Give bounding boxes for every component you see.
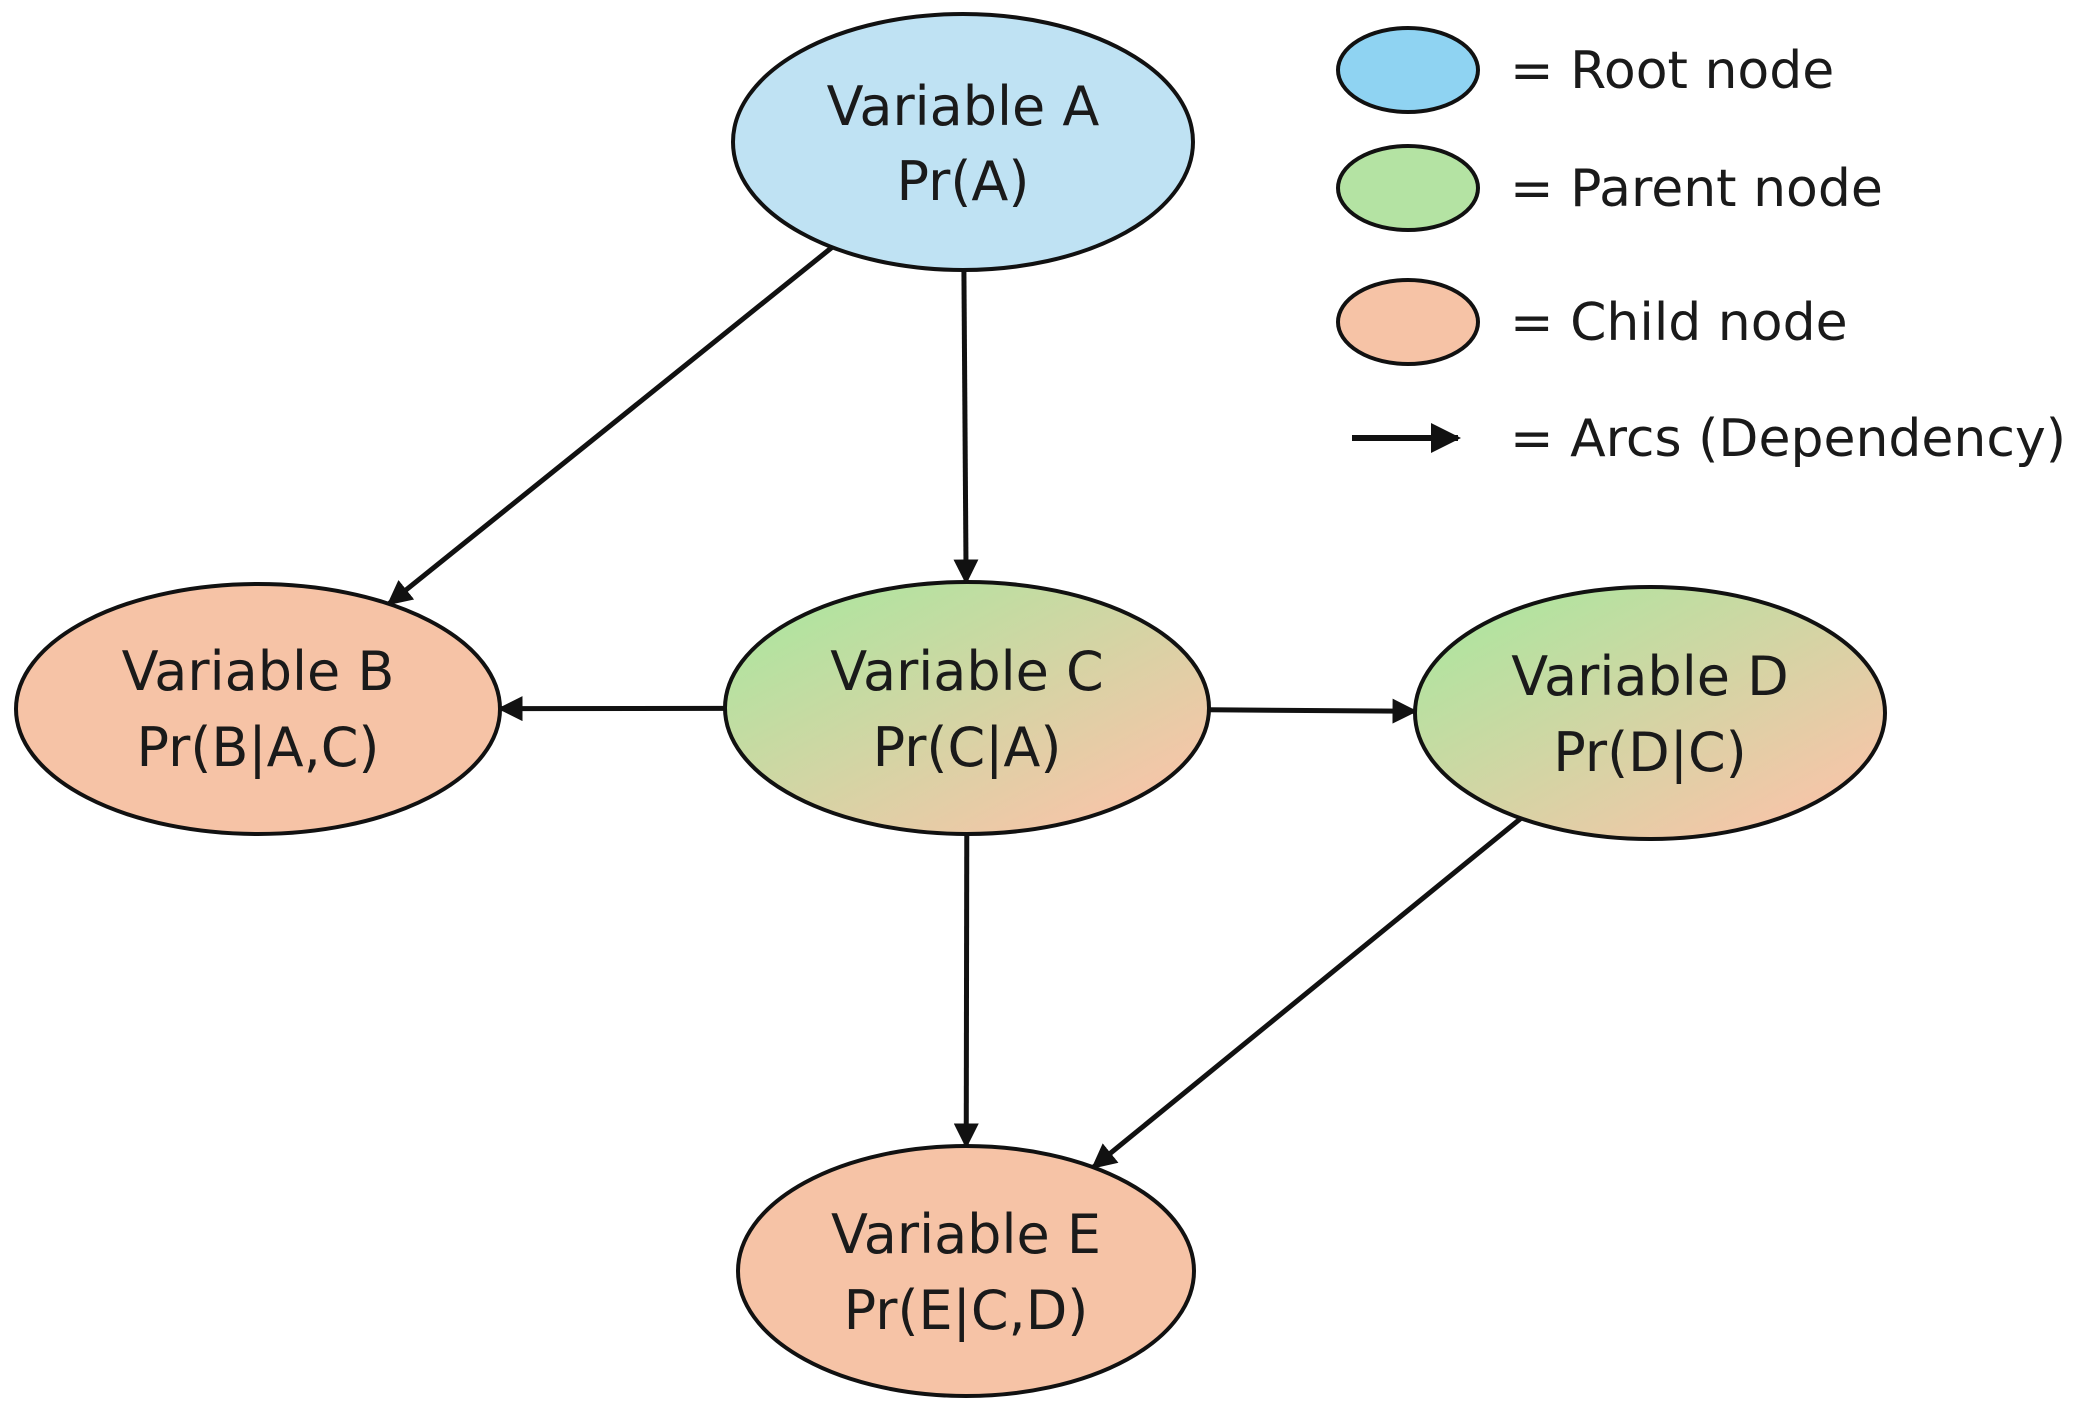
arc-d-to-e bbox=[1091, 816, 1523, 1170]
node-a-name: Variable A bbox=[827, 75, 1100, 138]
node-variable-d: Variable D Pr(D|C) bbox=[1413, 585, 1887, 841]
legend-child-swatch bbox=[1336, 278, 1480, 366]
legend-root-label: = Root node bbox=[1510, 41, 1834, 101]
child-node-ellipse bbox=[736, 1144, 1196, 1398]
arc-a-to-c bbox=[953, 269, 979, 585]
legend-parent-label: = Parent node bbox=[1510, 159, 1883, 219]
node-variable-c: Variable C Pr(C|A) bbox=[723, 580, 1211, 836]
node-variable-a: Variable A Pr(A) bbox=[731, 12, 1195, 272]
node-b-probability: Pr(B|A,C) bbox=[137, 716, 380, 779]
node-c-probability: Pr(C|A) bbox=[873, 716, 1062, 779]
node-c-name: Variable C bbox=[830, 640, 1104, 703]
legend-child-label: = Child node bbox=[1510, 293, 1848, 353]
arc-c-to-e bbox=[953, 833, 979, 1149]
arc-c-to-d bbox=[1208, 698, 1418, 724]
parent-node-ellipse bbox=[1413, 585, 1887, 841]
legend-arcs-label: = Arcs (Dependency) bbox=[1510, 409, 2066, 469]
legend: = Root node = Parent node = Child node =… bbox=[1336, 26, 2066, 469]
node-e-name: Variable E bbox=[831, 1203, 1101, 1266]
child-node-ellipse bbox=[14, 582, 502, 836]
legend-root-swatch bbox=[1336, 26, 1480, 114]
legend-arcs: = Arcs (Dependency) bbox=[1352, 409, 2066, 469]
node-e-probability: Pr(E|C,D) bbox=[844, 1279, 1089, 1342]
node-d-name: Variable D bbox=[1511, 645, 1788, 708]
legend-parent-swatch bbox=[1336, 144, 1480, 232]
arc-a-to-b bbox=[386, 245, 834, 606]
node-variable-e: Variable E Pr(E|C,D) bbox=[736, 1144, 1196, 1398]
node-b-name: Variable B bbox=[122, 640, 395, 703]
legend-child: = Child node bbox=[1336, 278, 1848, 366]
node-variable-b: Variable B Pr(B|A,C) bbox=[14, 582, 502, 836]
parent-node-ellipse bbox=[723, 580, 1211, 836]
node-a-probability: Pr(A) bbox=[897, 150, 1030, 213]
root-node-ellipse bbox=[731, 12, 1195, 272]
edge-layer bbox=[386, 245, 1523, 1170]
legend-root: = Root node bbox=[1336, 26, 1834, 114]
node-d-probability: Pr(D|C) bbox=[1553, 721, 1746, 784]
legend-parent: = Parent node bbox=[1336, 144, 1883, 232]
